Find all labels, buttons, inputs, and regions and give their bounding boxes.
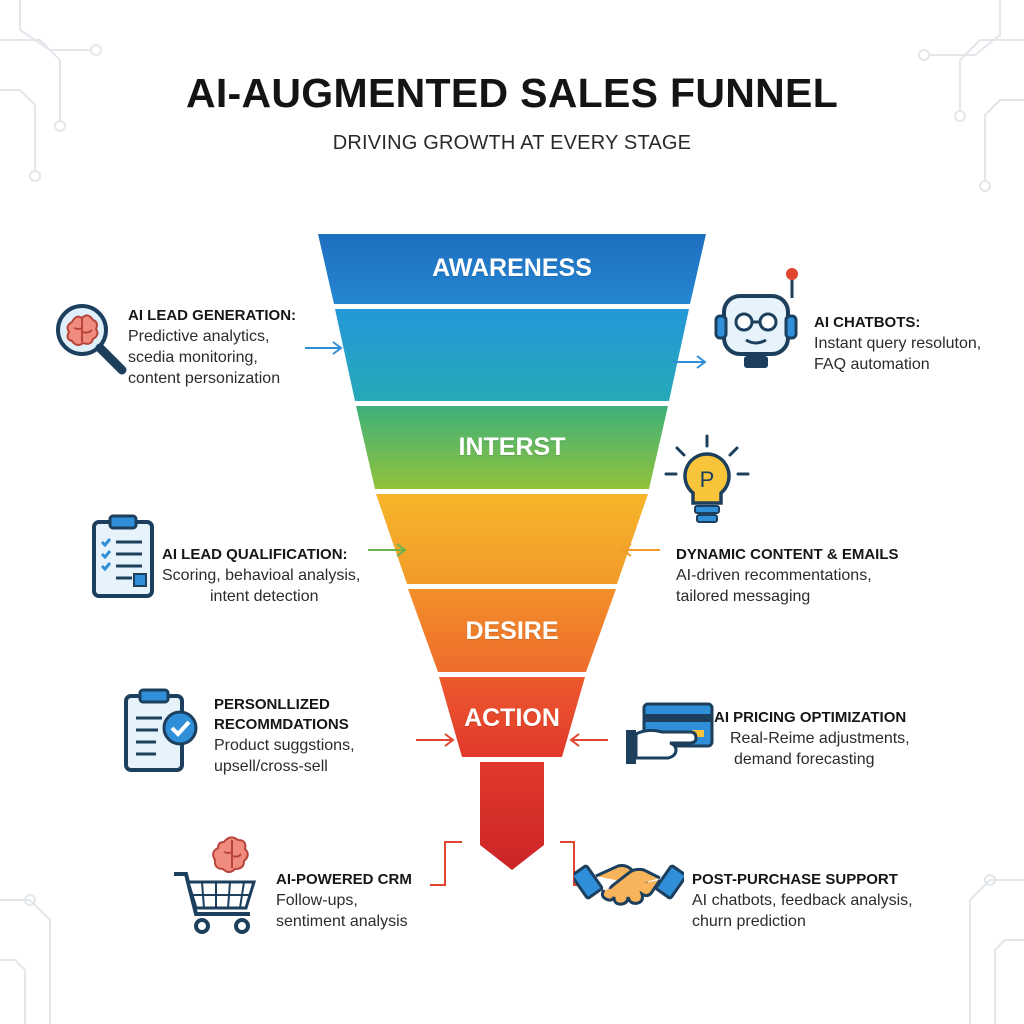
crm-line-2: sentiment analysis [276,913,408,930]
pricing-line-1: Real-Reime adjustments, [730,730,910,747]
funnel-band-action [439,677,585,757]
robot-icon [714,268,798,368]
chatbots-line-2: FAQ automation [814,356,930,373]
arrow-chatbots [672,355,707,369]
annotation-personalized: PERSONLLIZED RECOMMDATIONS Product suggs… [214,695,355,777]
lightbulb-icon: P [664,434,750,523]
post-purchase-line-1: AI chatbots, feedback analysis, [692,892,913,909]
annotation-lead-generation: AI LEAD GENERATION: Predictive analytics… [128,306,296,389]
dynamic-content-line-1: AI-driven recommentations, [676,567,872,584]
annotation-dynamic-content: DYNAMIC CONTENT & EMAILS AI-driven recom… [676,545,899,607]
dynamic-content-title: DYNAMIC CONTENT & EMAILS [676,546,899,563]
pricing-line-2: demand forecasting [734,751,875,768]
funnel-band-awareness-lower [335,309,689,401]
connector-crm [430,841,462,886]
personalized-line-2: upsell/cross-sell [214,758,328,775]
arrow-dynamic-content [621,543,660,557]
lead-qualification-line-2: intent detection [210,588,319,605]
arrow-lead-generation [305,341,343,355]
stage-label-interest: INTERST [458,433,566,461]
chatbots-title: AI CHATBOTS: [814,314,921,331]
annotation-chatbots: AI CHATBOTS: Instant query resoluton, FA… [814,313,981,375]
crm-title: AI-POWERED CRM [276,871,412,888]
bulb-letter: P [700,467,715,492]
annotation-post-purchase: POST-PURCHASE SUPPORT AI chatbots, feedb… [692,870,913,932]
credit-card-hand-icon [626,702,714,764]
pricing-title: AI PRICING OPTIMIZATION [714,709,907,726]
funnel-band-awareness [318,234,706,304]
annotation-lead-qualification: AI LEAD QUALIFICATION: Scoring, behavioa… [162,545,360,607]
lead-generation-line-1: Predictive analytics, [128,328,270,345]
annotation-pricing: AI PRICING OPTIMIZATION Real-Reime adjus… [714,708,910,770]
arrow-pricing [569,733,608,747]
stage-label-action: ACTION [464,704,560,732]
post-purchase-line-2: churn prediction [692,913,806,930]
lead-generation-title: AI LEAD GENERATION: [128,307,297,324]
shopping-cart-brain-icon [174,836,257,934]
funnel-tail [480,762,544,870]
arrow-lead-qualification [368,543,407,557]
stage-label-awareness: AWARENESS [432,254,592,282]
annotation-crm: AI-POWERED CRM Follow-ups, sentiment ana… [276,870,412,932]
brain-magnifier-icon [56,304,127,375]
dynamic-content-line-2: tailored messaging [676,588,811,605]
lead-generation-line-3: content personization [128,370,281,387]
funnel-band-interest [356,406,668,489]
stage-label-desire: DESIRE [465,617,559,645]
clipboard-check-icon [124,688,198,772]
funnel-band-desire [408,589,616,672]
page-subtitle: DRIVING GROWTH AT EVERY STAGE [332,132,692,154]
arrow-personalized [416,733,455,747]
lead-qualification-title: AI LEAD QUALIFICATION: [162,546,348,563]
clipboard-checklist-icon [92,514,154,598]
lead-generation-line-2: scedia monitoring, [128,349,258,366]
crm-line-1: Follow-ups, [276,892,358,909]
chatbots-line-1: Instant query resoluton, [814,335,982,352]
handshake-icon [574,864,684,906]
funnel-band-desire-upper [376,494,648,584]
page-title: AI-AUGMENTED SALES FUNNEL [185,70,839,116]
personalized-line-1: Product suggstions, [214,737,355,754]
lead-qualification-line-1: Scoring, behavioal analysis, [162,567,361,584]
post-purchase-title: POST-PURCHASE SUPPORT [692,871,898,888]
personalized-title-1: PERSONLLIZED [214,696,330,713]
personalized-title-2: RECOMMDATIONS [214,716,349,733]
